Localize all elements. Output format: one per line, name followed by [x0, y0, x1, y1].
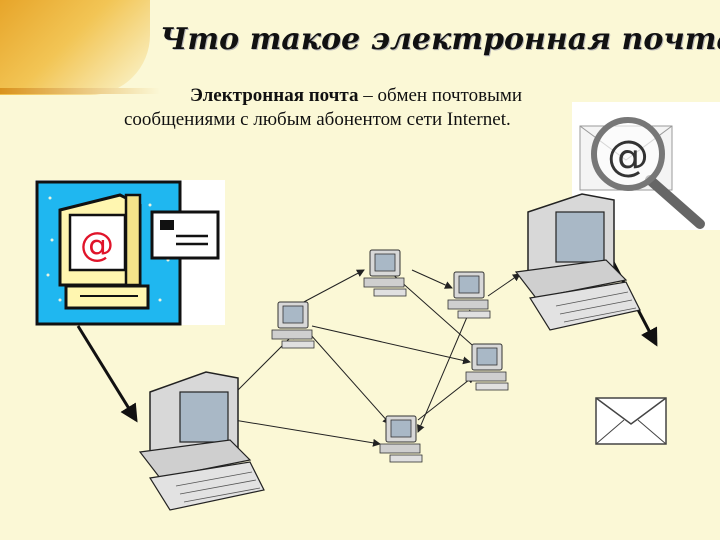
network-node-1	[364, 250, 406, 296]
sender-computer	[140, 372, 264, 510]
at-sign-icon: @	[80, 225, 114, 265]
network-node-2	[448, 272, 490, 318]
mail-client-icon: @	[35, 180, 225, 325]
network-node-3	[272, 302, 314, 348]
network-node-4	[466, 344, 508, 390]
envelope-icon	[596, 398, 666, 444]
send-arrow	[78, 326, 136, 420]
network-node-5	[380, 416, 422, 462]
magnifier-at-symbol: @	[607, 131, 649, 180]
